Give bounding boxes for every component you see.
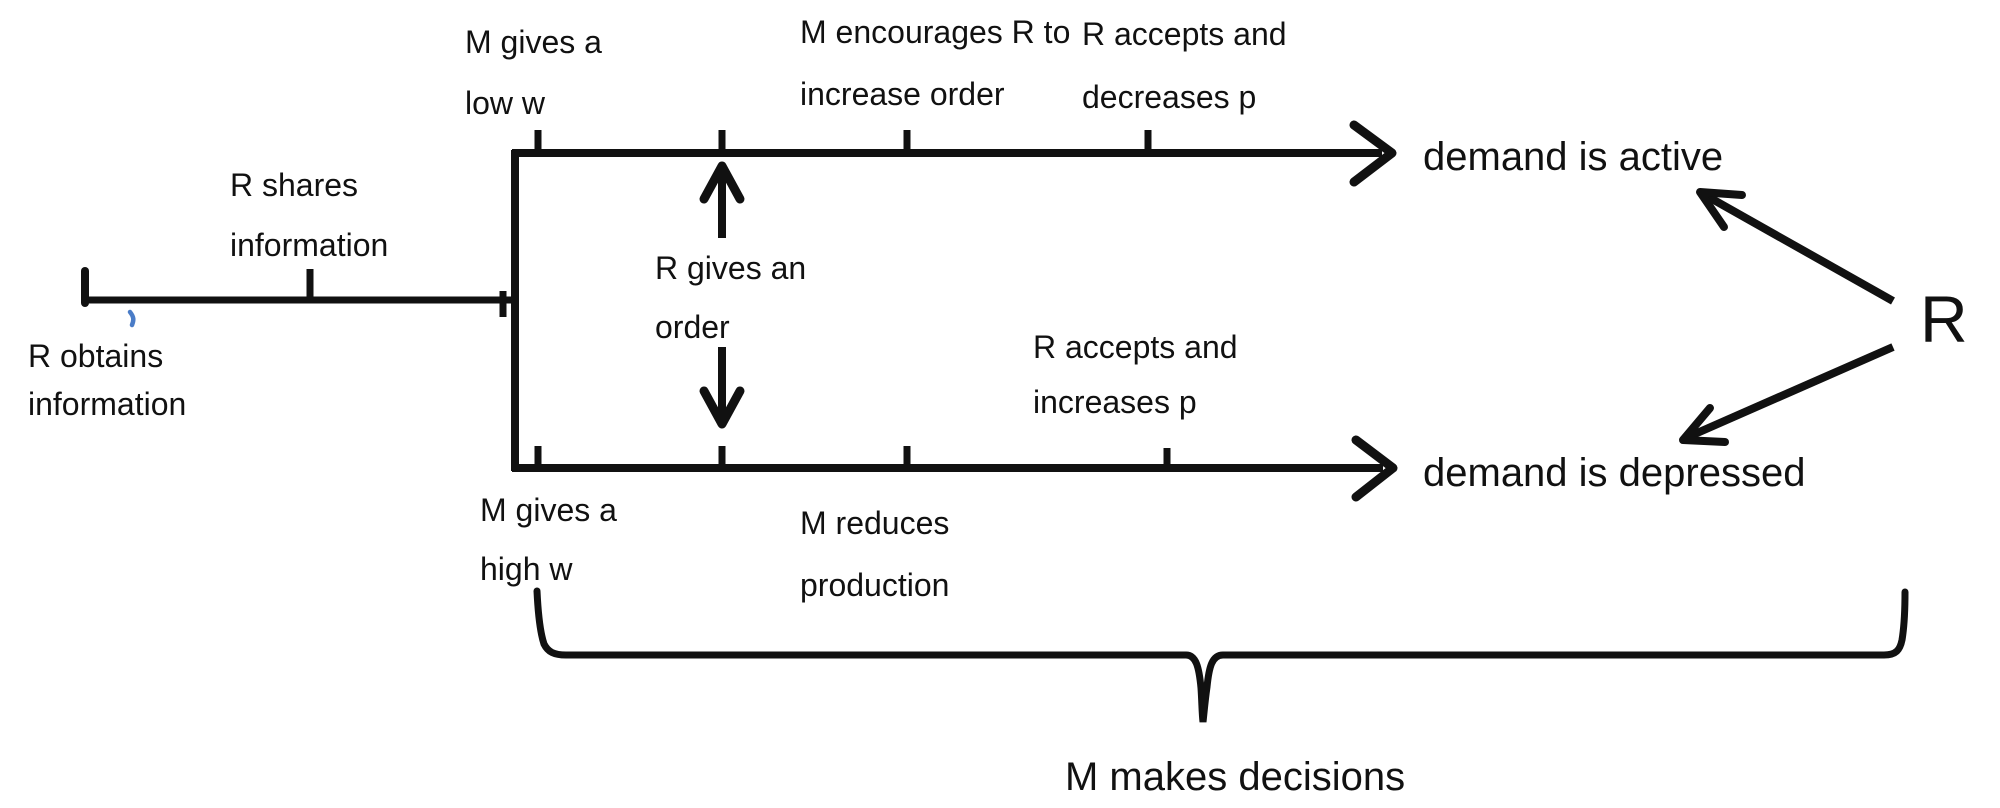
retailer-arrow-up-shaft: [1703, 191, 1895, 305]
r-obtains-label-line2: information: [28, 386, 186, 422]
brace-caption: M makes decisions: [1065, 755, 1405, 799]
retailer-arrow-up-head: [1696, 188, 1746, 231]
r-accepts-top-label-line2: decreases p: [1082, 79, 1256, 115]
m-reduces-label-line2: production: [800, 567, 949, 603]
r-shares-label-line1: R shares: [230, 167, 358, 203]
order-arrow-label-line1: R gives an: [655, 250, 806, 286]
m-gives-low-label-line1: M gives a: [465, 24, 602, 60]
retailer-arrow-down-head: [1679, 404, 1729, 446]
r-accepts-top-label-line1: R accepts and: [1082, 16, 1287, 52]
order-arrow-down-head: [699, 386, 745, 429]
r-accepts-bottom-label-line1: R accepts and: [1033, 329, 1238, 365]
retailer-arrow-down-shaft: [1686, 343, 1895, 441]
top-branch-arrowhead: [1349, 120, 1397, 187]
m-encourages-label-line2: increase order: [800, 76, 1005, 112]
m-encourages-label-line1: M encourages R to: [800, 14, 1070, 50]
bottom-branch-arrowhead: [1351, 435, 1398, 502]
retailer-node-label: R: [1920, 282, 1968, 356]
decisions-brace: [533, 587, 1909, 723]
blue-pen-mark: [127, 309, 136, 328]
m-gives-high-label-line2: high w: [480, 551, 573, 587]
r-obtains-label-line1: R obtains: [28, 338, 163, 374]
outcome-depressed-label: demand is depressed: [1423, 451, 1805, 495]
order-double-arrow: [699, 161, 745, 429]
r-shares-label-line2: information: [230, 227, 388, 263]
retailer-arrows: [1679, 188, 1895, 446]
order-arrow-up-head: [699, 161, 745, 204]
order-arrow-label-line2: order: [655, 309, 730, 345]
outcome-active-label: demand is active: [1423, 135, 1723, 179]
m-gives-high-label-line1: M gives a: [480, 492, 617, 528]
m-reduces-label-line1: M reduces: [800, 505, 949, 541]
m-gives-low-label-line2: low w: [465, 85, 546, 121]
r-accepts-bottom-label-line2: increases p: [1033, 384, 1197, 420]
